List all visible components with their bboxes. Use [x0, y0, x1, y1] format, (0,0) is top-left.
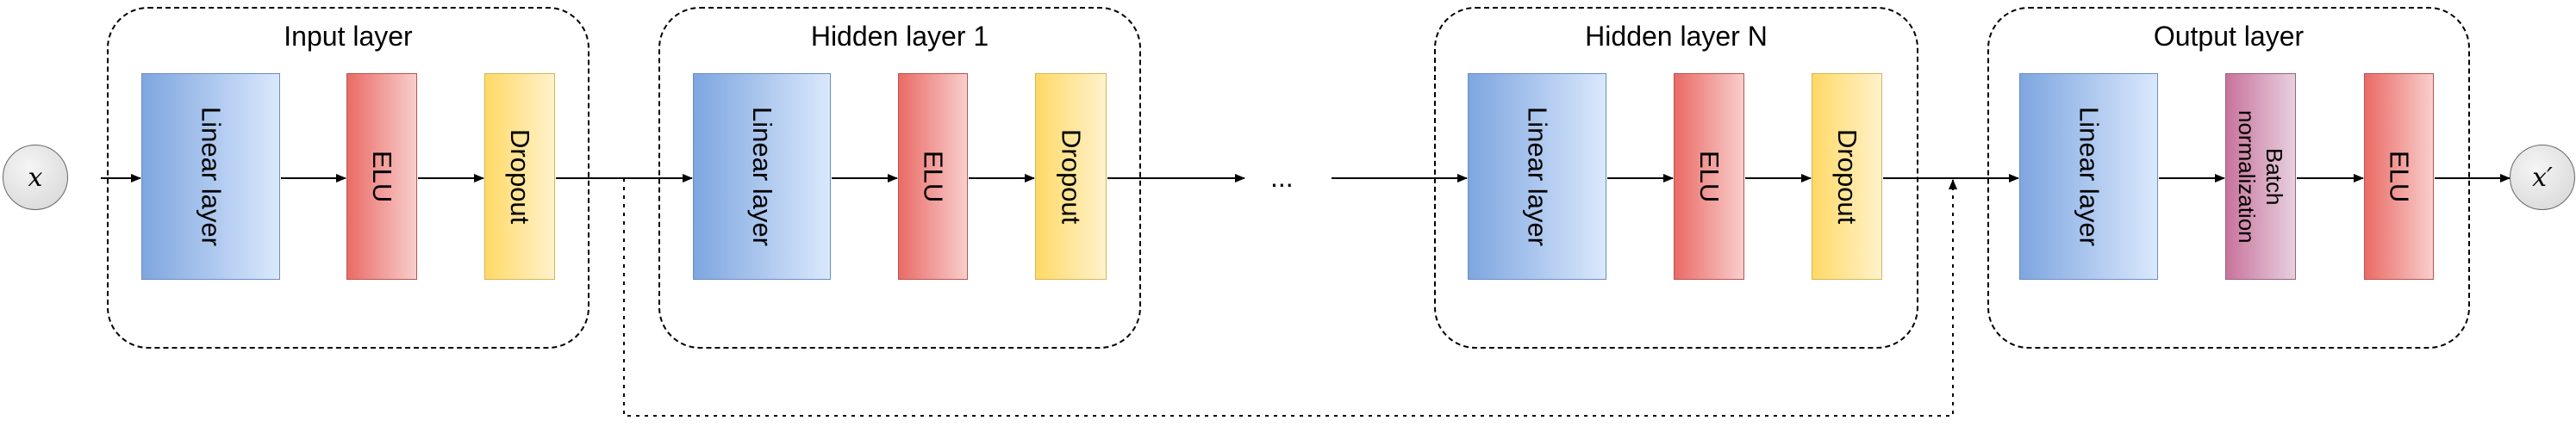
hidden-layer-n-elu-label: ELU — [1694, 150, 1725, 203]
output-layer-linear-block: Linear layer — [2019, 73, 2158, 280]
ellipsis-label: ... — [1270, 162, 1294, 193]
hidden-layer-n-dropout-block: Dropout — [1812, 73, 1882, 280]
hidden-layer-n-group — [1434, 7, 1918, 349]
hidden-layer-1-linear-block: Linear layer — [693, 73, 831, 280]
hidden-layer-1-linear-label: Linear layer — [747, 107, 777, 246]
input-layer-dropout-block: Dropout — [484, 73, 555, 280]
output-node-label: x′ — [2532, 162, 2553, 193]
output-layer-elu-block: ELU — [2364, 73, 2434, 280]
output-layer-elu-label: ELU — [2384, 150, 2415, 203]
output-layer-batchnorm-label: Batch normalization — [2234, 109, 2287, 244]
hidden-layer-1-elu-label: ELU — [918, 150, 949, 203]
input-layer-linear-label: Linear layer — [196, 107, 227, 246]
input-layer-title: Input layer — [284, 21, 413, 52]
input-node-label: x — [28, 162, 43, 193]
output-node: x′ — [2510, 145, 2575, 210]
input-layer-elu-block: ELU — [346, 73, 417, 280]
hidden-layer-n-linear-label: Linear layer — [1522, 107, 1553, 246]
output-layer-batchnorm-block: Batch normalization — [2225, 73, 2296, 280]
hidden-layer-n-title: Hidden layer N — [1585, 21, 1768, 52]
hidden-layer-n-linear-block: Linear layer — [1468, 73, 1606, 280]
output-layer-title: Output layer — [2153, 21, 2305, 52]
hidden-layer-n-dropout-label: Dropout — [1832, 128, 1862, 225]
hidden-layer-1-elu-block: ELU — [898, 73, 968, 280]
input-layer-linear-block: Linear layer — [141, 73, 280, 280]
hidden-layer-1-dropout-block: Dropout — [1035, 73, 1107, 280]
hidden-layer-n-elu-block: ELU — [1674, 73, 1744, 280]
hidden-layer-1-title: Hidden layer 1 — [810, 21, 989, 52]
input-layer-dropout-label: Dropout — [505, 128, 535, 225]
input-layer-group — [107, 7, 589, 349]
hidden-layer-1-group — [658, 7, 1141, 349]
output-layer-linear-label: Linear layer — [2074, 107, 2105, 246]
input-layer-elu-label: ELU — [367, 150, 397, 203]
input-node: x — [3, 145, 68, 210]
hidden-layer-1-dropout-label: Dropout — [1056, 128, 1087, 225]
output-layer-group — [1987, 7, 2470, 349]
